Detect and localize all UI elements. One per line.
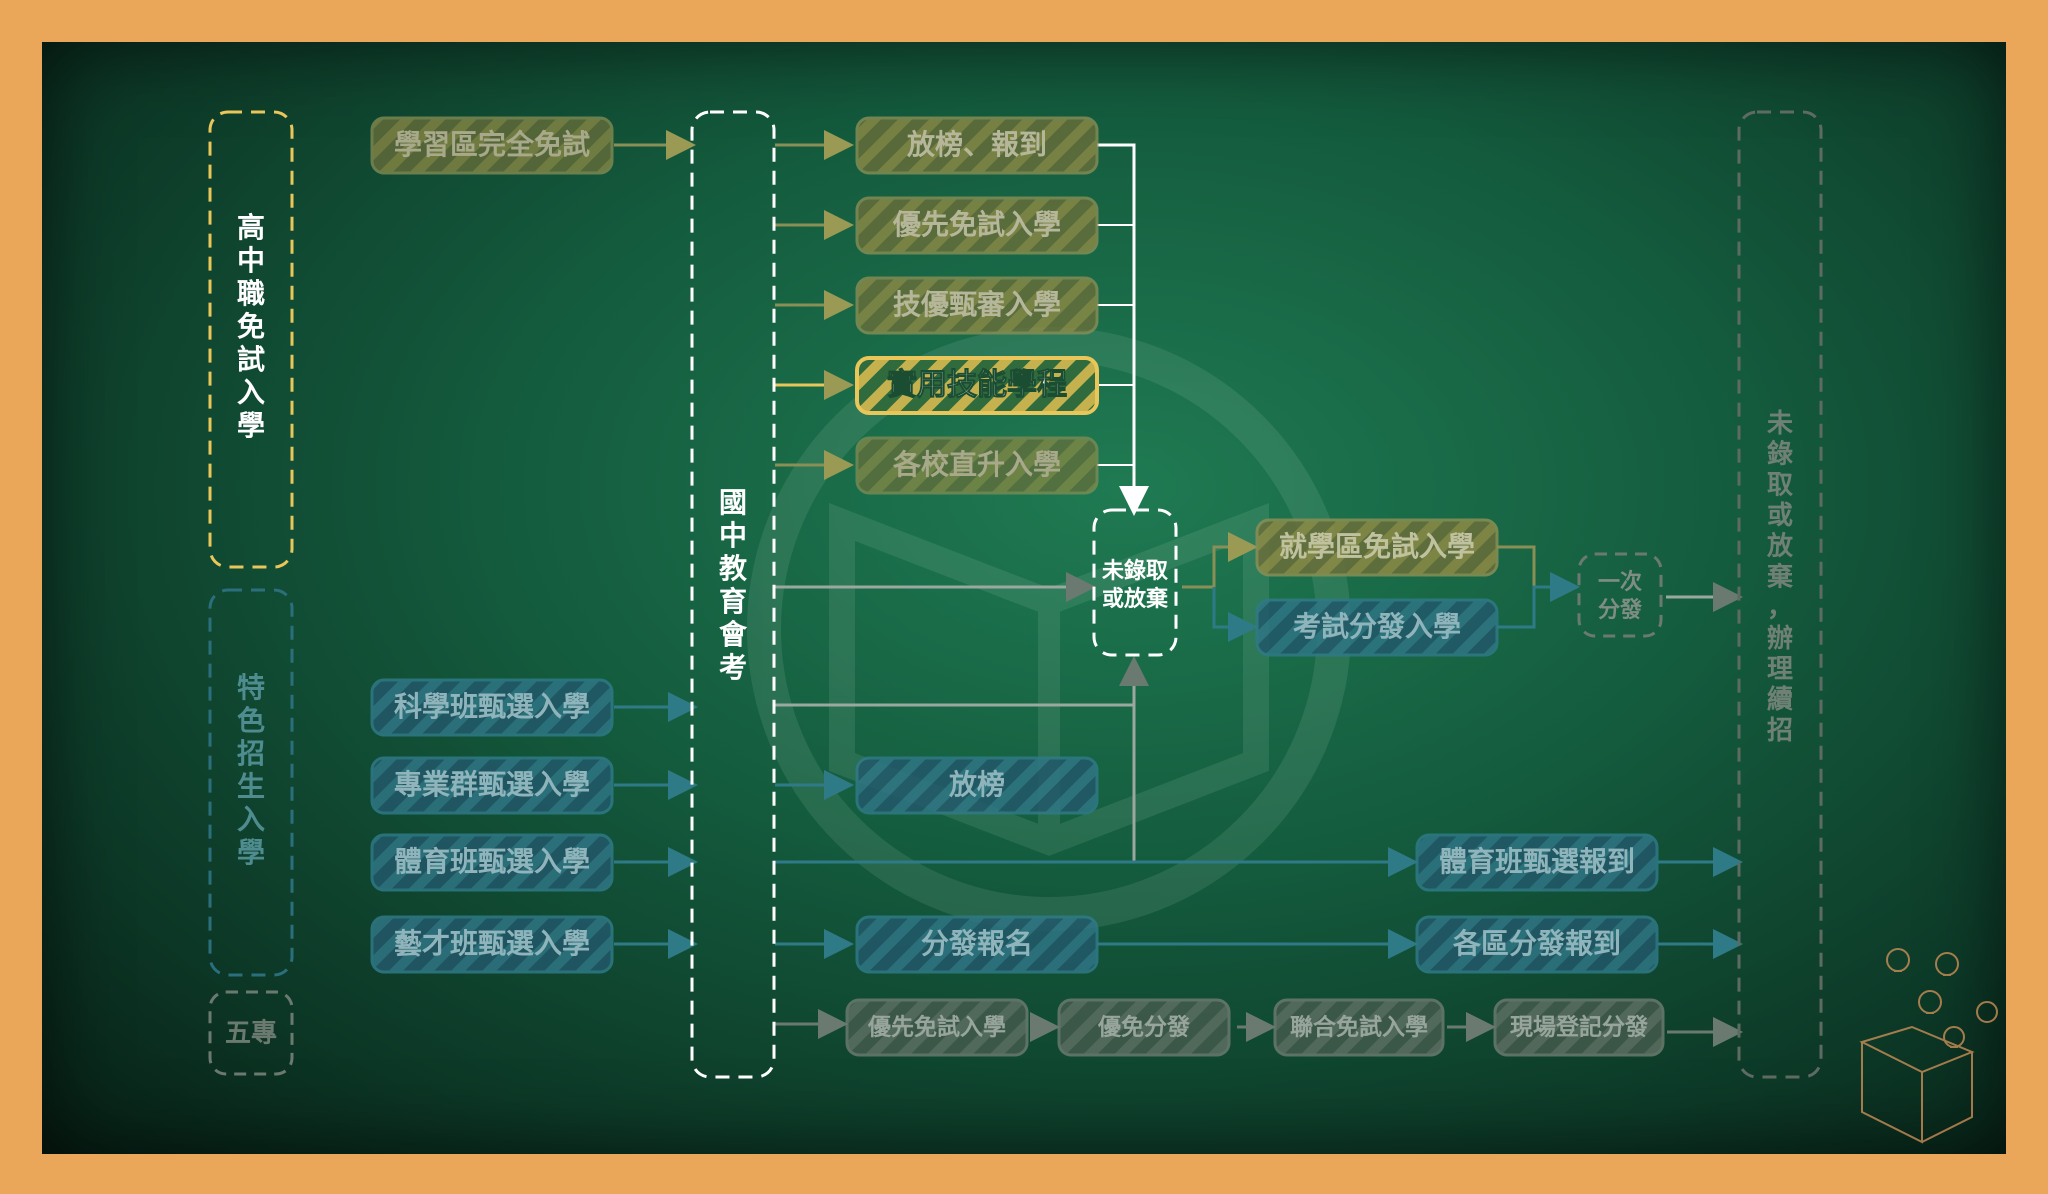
continue-recruit-label: 未錄取或放棄，辦理續招 bbox=[1766, 409, 1794, 746]
svg-text:體育班甄選入學: 體育班甄選入學 bbox=[394, 845, 590, 878]
connectors bbox=[614, 130, 1743, 1047]
chalkboard: 高中職免試入學 特色招生入學 五專 國中教育會考 未錄取 或放棄 一次 分發 未… bbox=[42, 42, 2006, 1154]
svg-text:各校直升入學: 各校直升入學 bbox=[892, 448, 1061, 481]
node-five-onsite-register: 現場登記分發 bbox=[1493, 998, 1665, 1057]
svg-text:聯合免試入學: 聯合免試入學 bbox=[1290, 1014, 1428, 1041]
group-five-year-label: 五專 bbox=[225, 1019, 277, 1049]
svg-text:專業群甄選入學: 專業群甄選入學 bbox=[394, 768, 590, 801]
svg-text:現場登記分發: 現場登記分發 bbox=[1510, 1014, 1648, 1041]
svg-text:放榜、報到: 放榜、報到 bbox=[906, 128, 1047, 161]
node-district-free: 學習區完全免試 bbox=[370, 116, 614, 175]
svg-text:學習區完全免試: 學習區完全免試 bbox=[394, 128, 590, 161]
not-admitted-line1: 未錄取 bbox=[1102, 558, 1168, 584]
node-professional: 專業群甄選入學 bbox=[370, 756, 614, 815]
svg-text:實用技能學程: 實用技能學程 bbox=[887, 368, 1067, 403]
svg-text:藝才班甄選入學: 藝才班甄選入學 bbox=[394, 927, 590, 960]
continue-recruit-box: 未錄取或放棄，辦理續招 bbox=[1737, 110, 1823, 1079]
svg-text:優先免試入學: 優先免試入學 bbox=[892, 208, 1061, 241]
node-science: 科學班甄選入學 bbox=[370, 678, 614, 737]
svg-text:放榜: 放榜 bbox=[948, 768, 1005, 801]
node-skill-review: 技優甄審入學 bbox=[855, 276, 1099, 335]
not-admitted-line2: 或放棄 bbox=[1102, 586, 1169, 612]
group-exempt-box: 高中職免試入學 bbox=[208, 110, 294, 569]
one-distribution-line2: 分發 bbox=[1598, 598, 1642, 623]
svg-text:體育班甄選報到: 體育班甄選報到 bbox=[1439, 845, 1635, 878]
group-exam-label: 國中教育會考 bbox=[719, 486, 748, 684]
svg-text:優免分發: 優免分發 bbox=[1097, 1015, 1190, 1041]
not-admitted-box: 未錄取 或放棄 bbox=[1092, 508, 1178, 657]
node-five-priority-distribute: 優免分發 bbox=[1057, 998, 1231, 1057]
node-five-priority-free: 優先免試入學 bbox=[845, 998, 1029, 1057]
svg-text:技優甄審入學: 技優甄審入學 bbox=[893, 288, 1061, 321]
node-sports-register: 體育班甄選報到 bbox=[1415, 833, 1659, 892]
node-distribute-sign: 分發報名 bbox=[855, 915, 1099, 974]
node-district-exempt: 就學區免試入學 bbox=[1255, 518, 1499, 577]
node-priority-free: 優先免試入學 bbox=[855, 196, 1099, 255]
node-release: 放榜 bbox=[855, 756, 1099, 815]
node-district-distribute-register: 各區分發報到 bbox=[1415, 915, 1659, 974]
group-exam-box: 國中教育會考 bbox=[690, 110, 776, 1079]
lightbulb-box-doodle bbox=[1859, 948, 1998, 1144]
svg-text:科學班甄選入學: 科學班甄選入學 bbox=[394, 690, 590, 723]
svg-text:優先免試入學: 優先免試入學 bbox=[867, 1014, 1006, 1041]
watermark-logo bbox=[747, 327, 1351, 931]
node-exam-distribute: 考試分發入學 bbox=[1255, 598, 1499, 657]
group-five-year-box: 五專 bbox=[208, 990, 294, 1076]
group-exempt-label: 高中職免試入學 bbox=[237, 211, 265, 442]
node-sports: 體育班甄選入學 bbox=[370, 833, 614, 892]
node-arts: 藝才班甄選入學 bbox=[370, 915, 614, 974]
svg-text:就學區免試入學: 就學區免試入學 bbox=[1279, 530, 1475, 563]
group-special-label: 特色招生入學 bbox=[237, 671, 265, 869]
node-release-register: 放榜、報到 bbox=[855, 116, 1099, 175]
svg-text:各區分發報到: 各區分發報到 bbox=[1452, 927, 1621, 960]
node-five-joint-free: 聯合免試入學 bbox=[1273, 998, 1445, 1057]
group-special-box: 特色招生入學 bbox=[208, 588, 294, 977]
node-direct-promote: 各校直升入學 bbox=[855, 436, 1099, 495]
node-practical-skills: 實用技能學程 bbox=[855, 356, 1099, 415]
flow-diagram: 高中職免試入學 特色招生入學 五專 國中教育會考 未錄取 或放棄 一次 分發 未… bbox=[208, 110, 1998, 1144]
one-distribution-line1: 一次 bbox=[1598, 569, 1642, 595]
svg-text:考試分發入學: 考試分發入學 bbox=[1293, 610, 1461, 643]
svg-text:分發報名: 分發報名 bbox=[921, 927, 1033, 960]
one-distribution-box: 一次 分發 bbox=[1577, 552, 1663, 638]
